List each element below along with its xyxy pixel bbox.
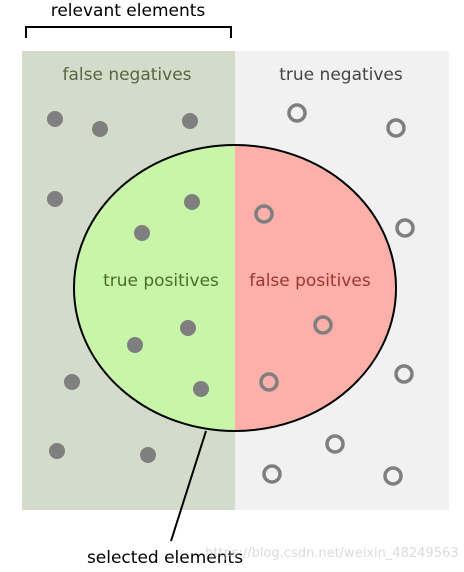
selected-elements-outline xyxy=(73,144,397,432)
hollow-ring-icon xyxy=(259,372,279,392)
false-negatives-label: false negatives xyxy=(62,65,191,85)
hollow-ring-icon xyxy=(262,464,282,484)
filled-dot-icon xyxy=(47,191,63,207)
irrelevant-points xyxy=(254,103,415,486)
hollow-ring-icon xyxy=(383,466,403,486)
filled-dot-icon xyxy=(127,337,143,353)
false-positives-label: false positives xyxy=(249,271,371,291)
filled-dot-icon xyxy=(47,111,63,127)
filled-dot-icon xyxy=(134,225,150,241)
relevant-label: relevant elements xyxy=(51,1,206,21)
filled-dot-icon xyxy=(64,374,80,390)
hollow-ring-icon xyxy=(313,315,333,335)
watermark-text: https://blog.csdn.net/weixin_48249563 xyxy=(205,546,459,561)
hollow-ring-icon xyxy=(287,103,307,123)
selected-label: selected elements xyxy=(87,548,243,568)
true-negatives-label: true negatives xyxy=(279,65,403,85)
filled-dot-icon xyxy=(140,447,156,463)
hollow-ring-icon xyxy=(386,118,406,138)
filled-dot-icon xyxy=(49,443,65,459)
true-positives-label: true positives xyxy=(103,271,219,291)
true-positive-region xyxy=(74,145,235,431)
filled-dot-icon xyxy=(184,194,200,210)
relevant-points xyxy=(47,111,209,463)
selected-pointer-line xyxy=(170,430,207,542)
hollow-ring-icon xyxy=(395,218,415,238)
false-positive-region xyxy=(235,145,396,431)
relevant-bracket xyxy=(25,26,232,38)
filled-dot-icon xyxy=(92,121,108,137)
hollow-ring-icon xyxy=(254,204,274,224)
filled-dot-icon xyxy=(180,320,196,336)
hollow-ring-icon xyxy=(325,434,345,454)
filled-dot-icon xyxy=(193,381,209,397)
hollow-ring-icon xyxy=(394,364,414,384)
filled-dot-icon xyxy=(182,113,198,129)
